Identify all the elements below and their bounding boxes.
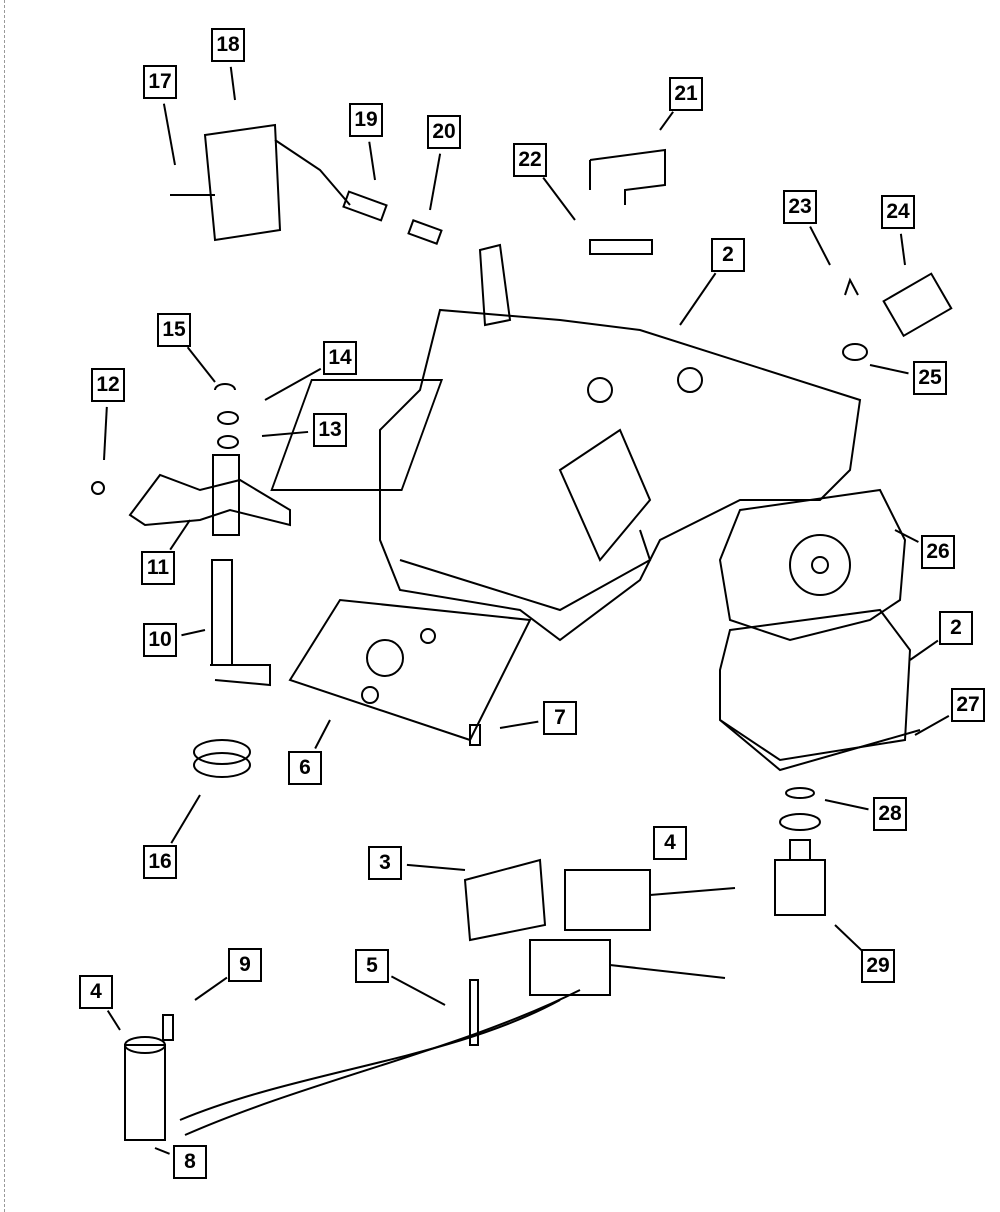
callout-7: 7 [543, 701, 577, 735]
leader-line-20 [429, 153, 442, 211]
manual-lever [128, 454, 291, 687]
leader-line-5 [390, 975, 446, 1006]
callout-14: 14 [323, 341, 357, 375]
leader-line-28 [824, 799, 869, 811]
callout-16: 16 [143, 845, 177, 879]
leader-line-12 [103, 406, 108, 461]
page-border [4, 0, 6, 1212]
leader-line-25 [869, 364, 909, 375]
callout-27: 27 [951, 688, 985, 722]
leader-line-4 [106, 1010, 121, 1031]
leader-line-14 [264, 367, 322, 401]
filter-screen [288, 598, 532, 742]
leader-line-26 [894, 529, 919, 543]
callout-19: 19 [349, 103, 383, 137]
seal-ring [193, 739, 251, 778]
callout-11: 11 [141, 551, 175, 585]
pressure-sensor [774, 787, 826, 916]
leader-line-23 [809, 226, 831, 266]
leader-line-2 [909, 639, 939, 661]
accumulator-housing [719, 608, 921, 772]
callout-15: 15 [157, 313, 191, 347]
callout-22: 22 [513, 143, 547, 177]
leader-line-13 [261, 430, 309, 437]
callout-3: 3 [368, 846, 402, 880]
leader-line-29 [834, 924, 863, 952]
callout-23: 23 [783, 190, 817, 224]
callout-2: 2 [939, 611, 973, 645]
callout-4: 4 [653, 826, 687, 860]
callout-6: 6 [288, 751, 322, 785]
callout-26: 26 [921, 535, 955, 569]
callout-2: 2 [711, 238, 745, 272]
leader-line-9 [194, 976, 228, 1001]
leader-line-6 [314, 719, 331, 749]
leader-line-19 [368, 141, 376, 181]
leader-line-15 [186, 346, 216, 383]
callout-10: 10 [143, 623, 177, 657]
callout-29: 29 [861, 949, 895, 983]
leader-line-7 [499, 720, 539, 729]
callout-17: 17 [143, 65, 177, 99]
callout-21: 21 [669, 77, 703, 111]
callout-8: 8 [173, 1145, 207, 1179]
callout-13: 13 [313, 413, 347, 447]
callout-5: 5 [355, 949, 389, 983]
small-parts [91, 383, 481, 1046]
callout-9: 9 [228, 948, 262, 982]
leader-line-17 [162, 103, 176, 166]
throttle-lever-bracket [170, 123, 351, 242]
leader-line-27 [914, 714, 950, 736]
leader-line-18 [229, 66, 236, 101]
leader-line-3 [406, 863, 466, 871]
leader-lines [103, 66, 950, 1155]
leader-line-11 [169, 519, 191, 551]
leader-line-8 [154, 1147, 170, 1155]
leader-line-2 [679, 272, 717, 326]
leader-line-10 [181, 629, 206, 637]
governor-solenoid [842, 272, 953, 361]
callout-28: 28 [873, 797, 907, 831]
leader-line-21 [659, 111, 674, 131]
leader-line-16 [170, 794, 201, 844]
solenoid-assembly [124, 858, 736, 1141]
transfer-plate [718, 488, 907, 642]
callout-18: 18 [211, 28, 245, 62]
valve-body [270, 243, 862, 642]
callout-25: 25 [913, 361, 947, 395]
leader-line-24 [899, 233, 906, 266]
callout-4: 4 [79, 975, 113, 1009]
callout-20: 20 [427, 115, 461, 149]
callout-12: 12 [91, 368, 125, 402]
callout-24: 24 [881, 195, 915, 229]
leader-line-22 [542, 177, 576, 221]
spring-and-plug [342, 148, 666, 255]
